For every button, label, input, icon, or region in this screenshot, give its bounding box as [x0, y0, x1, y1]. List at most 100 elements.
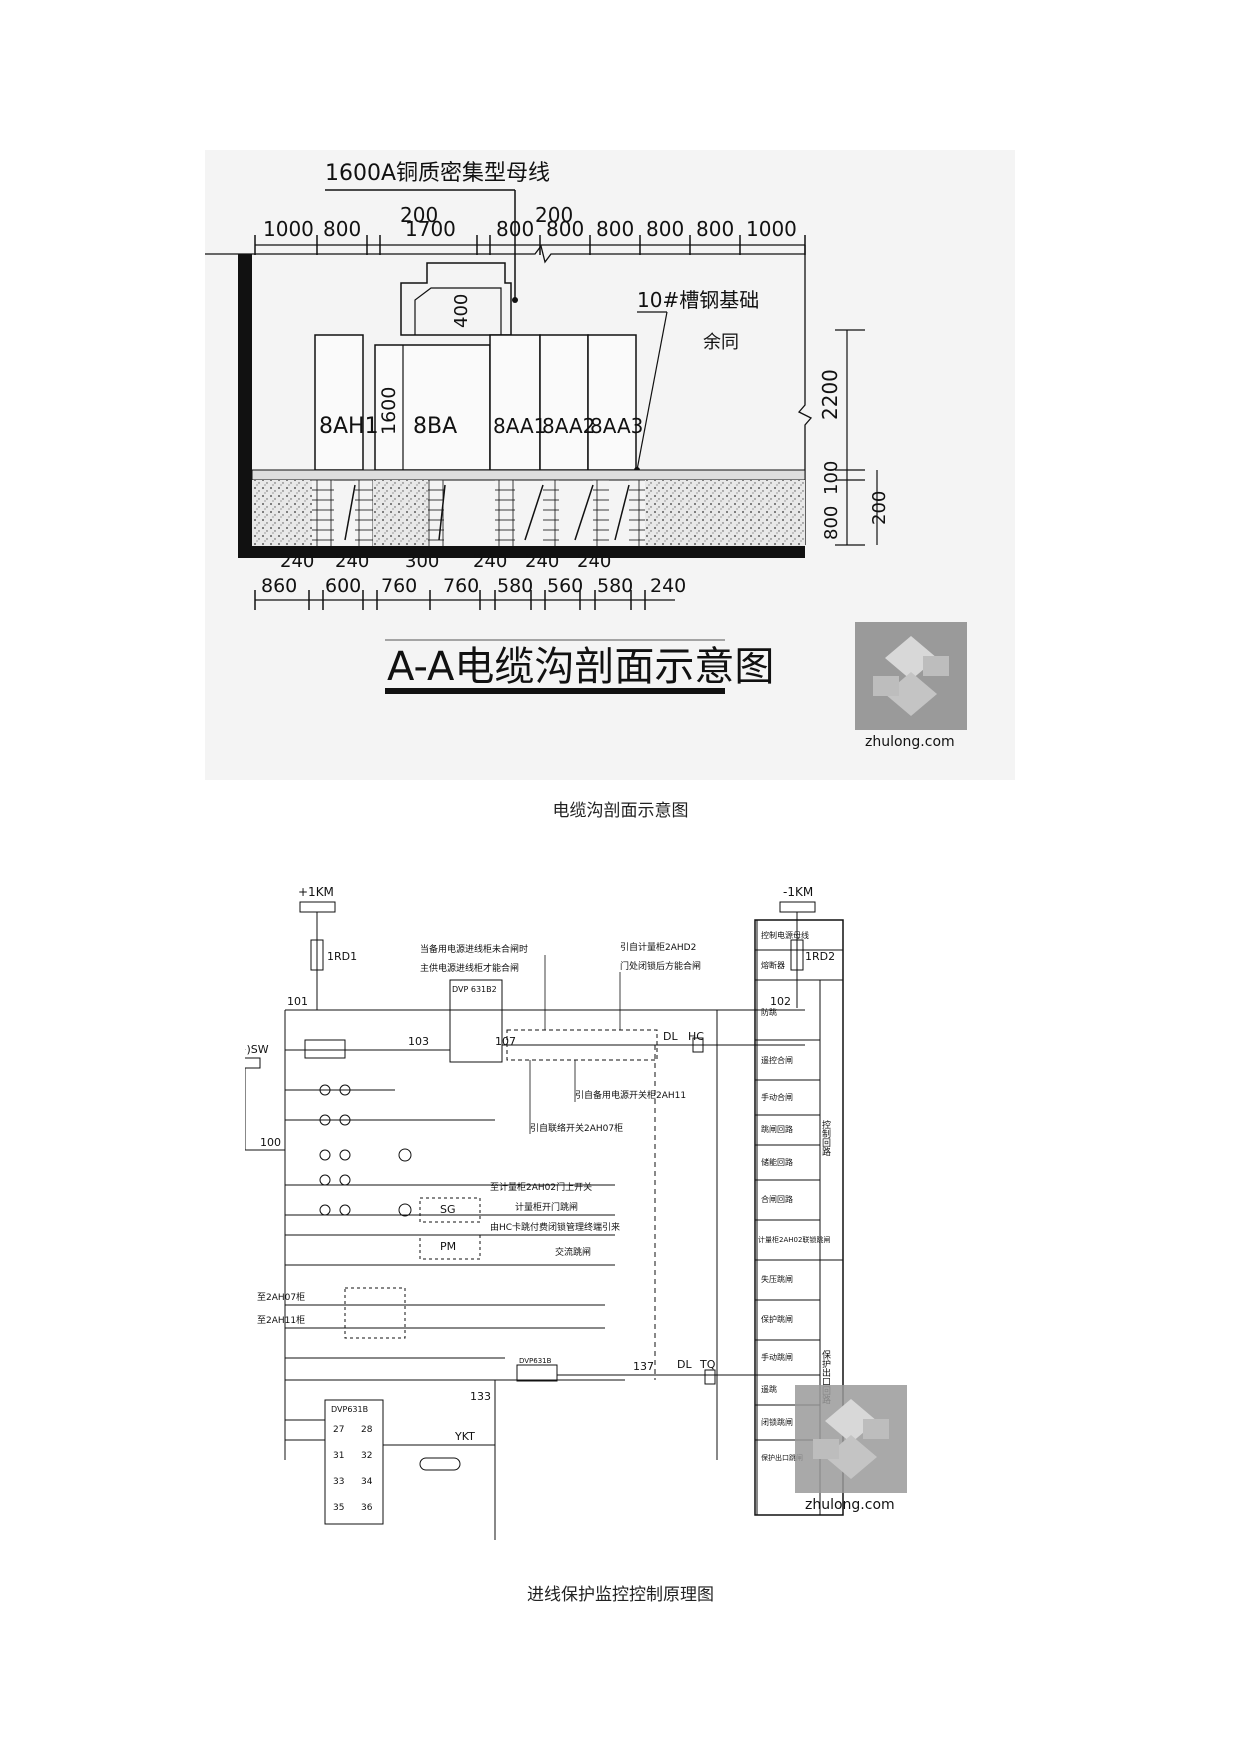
svg-text:27: 27: [333, 1425, 344, 1435]
node-102: 102: [770, 995, 791, 1008]
contact-rows: [285, 1089, 625, 1441]
fuse-1rd2: [790, 939, 804, 971]
bottom-lower-5: 580: [497, 575, 533, 597]
bottom-upper-6: 240: [577, 551, 611, 572]
note-standby-1: 当备用电源进线柜未合闸时: [420, 943, 528, 955]
zhulong-logo-icon-2: zhulong.com: [795, 1385, 907, 1513]
top-dim-4: 800: [496, 217, 534, 241]
panel-row-8: 合闸回路: [761, 1194, 793, 1204]
dl-2-label: DL: [677, 1358, 692, 1371]
svg-text:33: 33: [333, 1477, 344, 1487]
figure-2-caption: 进线保护监控控制原理图: [527, 1585, 714, 1605]
right-dim-800: 800: [821, 506, 842, 540]
foundation-label: 10#槽钢基础: [637, 288, 759, 312]
cabinet-label-8aa2: 8AA2: [542, 414, 595, 438]
relay-box-1: [449, 979, 503, 1063]
cabinet-8ah1: [314, 334, 364, 471]
panel-row-9: 计量柜2AH02联锁跳闸: [758, 1235, 830, 1244]
tq-label: TQ: [699, 1358, 716, 1371]
busbar-height-dim: 400: [451, 294, 472, 328]
to-2ah11: 至2AH11柜: [257, 1314, 305, 1326]
floor-slab: [251, 469, 806, 481]
sw-label: (+)SW: [245, 1043, 269, 1056]
busbar-label: 1600A铜质密集型母线: [325, 161, 550, 186]
section-title-underline: [385, 688, 725, 694]
panel-row-2: 熔断器: [761, 960, 785, 970]
zhulong-watermark-1: zhulong.com: [855, 622, 967, 752]
svg-text:28: 28: [361, 1425, 373, 1435]
soil-fill-mid: [373, 480, 428, 546]
panel-row-12: 手动跳闸: [761, 1352, 793, 1362]
sg-label: SG: [440, 1203, 456, 1216]
top-gap-1: 200: [400, 203, 438, 227]
relay-box-2: [516, 1364, 558, 1382]
to-2ah07: 至2AH07柜: [257, 1291, 305, 1303]
top-dim-ticks: [254, 235, 806, 255]
bottom-dim-ticks: [254, 590, 646, 610]
mode-switch-box: [304, 1039, 346, 1059]
right-wall-line: [797, 245, 813, 545]
relay-box-3: [324, 1399, 384, 1525]
soil-fill-left: [252, 480, 312, 546]
bottom-lower-1: 860: [261, 575, 297, 597]
hc-label: HC: [688, 1030, 704, 1043]
note-hc: 由HC卡跳付费闭锁管理终端引来: [490, 1221, 620, 1233]
cabinet-8aa1: [489, 334, 541, 471]
bottom-upper-3: 300: [405, 551, 439, 572]
zhulong-logo-icon: zhulong.com: [855, 622, 967, 750]
hc-coil: [692, 1037, 704, 1053]
bottom-lower-2: 600: [325, 575, 361, 597]
top-dim-1: 1000: [263, 217, 314, 241]
panel-row-1: 控制电源母线: [761, 930, 809, 940]
cabinet-8aa3: [587, 334, 637, 471]
panel-row-14: 闭锁跳闸: [761, 1417, 793, 1427]
node-137: 137: [633, 1360, 654, 1373]
top-dim-6: 800: [596, 217, 634, 241]
zhulong-watermark-2: zhulong.com: [795, 1385, 907, 1515]
svg-text:35: 35: [333, 1503, 344, 1513]
left-wall: [238, 254, 252, 556]
panel-row-4: 遥控合闸: [761, 1055, 793, 1065]
ykt-label: YKT: [454, 1430, 475, 1443]
cabinet-8ba: [374, 344, 491, 471]
bottom-upper-2: 240: [335, 551, 369, 572]
top-dim-3: 1700: [405, 217, 456, 241]
note-ac: 交流跳闸: [555, 1246, 591, 1258]
zhulong-watermark-text-1: zhulong.com: [865, 734, 955, 750]
bus-plus-label: +1KM: [298, 885, 334, 899]
node-107: 107: [495, 1035, 516, 1048]
svg-text:36: 36: [361, 1503, 373, 1513]
svg-text:31: 31: [333, 1451, 344, 1461]
bottom-lower-8: 240: [650, 575, 686, 597]
dl-1-label: DL: [663, 1030, 678, 1043]
note-meter-1: 引自计量柜2AHD2: [620, 941, 696, 953]
fuse-1rd2-label: 1RD2: [805, 950, 835, 963]
note-2ah07: 引自联络开关2AH07柜: [530, 1122, 623, 1134]
svg-text:34: 34: [361, 1477, 373, 1487]
bottom-lower-3: 760: [381, 575, 417, 597]
trench-brick-walls: [312, 480, 645, 546]
control-schematic-drawing: +1KM 1RD1 -1KM 1RD2 101 102 (+)SW 100 DV…: [245, 885, 844, 1540]
top-dim-2: 800: [323, 217, 361, 241]
cabinet-label-8ah1: 8AH1: [319, 414, 379, 439]
note-meter-door: 计量柜开门跳闸: [515, 1201, 578, 1213]
cabinet-height-dim: 1600: [378, 387, 400, 435]
panel-row-5: 手动合闸: [761, 1092, 793, 1102]
panel-row-11: 保护跳闸: [761, 1314, 793, 1324]
right-dim-2200: 2200: [818, 369, 842, 420]
panel-row-7: 储能回路: [761, 1157, 793, 1167]
panel-row-15: 保护出口跳闸: [761, 1453, 803, 1462]
cabinet-label-8ba: 8BA: [413, 414, 457, 439]
trench-bottom-slab: [238, 546, 805, 558]
bottom-upper-1: 240: [280, 551, 314, 572]
panel-row-13: 遥跳: [761, 1384, 777, 1394]
right-dim-100: 100: [821, 461, 842, 495]
figure-1-caption: 电缆沟剖面示意图: [552, 801, 689, 821]
relay-box-2-label: DVP631B: [519, 1357, 552, 1365]
cabinet-8aa2: [539, 334, 589, 471]
soil-fill-right: [645, 480, 805, 546]
panel-row-3: 防跳: [761, 1007, 777, 1017]
right-dim-200: 200: [869, 491, 890, 525]
svg-text:32: 32: [361, 1451, 372, 1461]
node-101: 101: [287, 995, 308, 1008]
